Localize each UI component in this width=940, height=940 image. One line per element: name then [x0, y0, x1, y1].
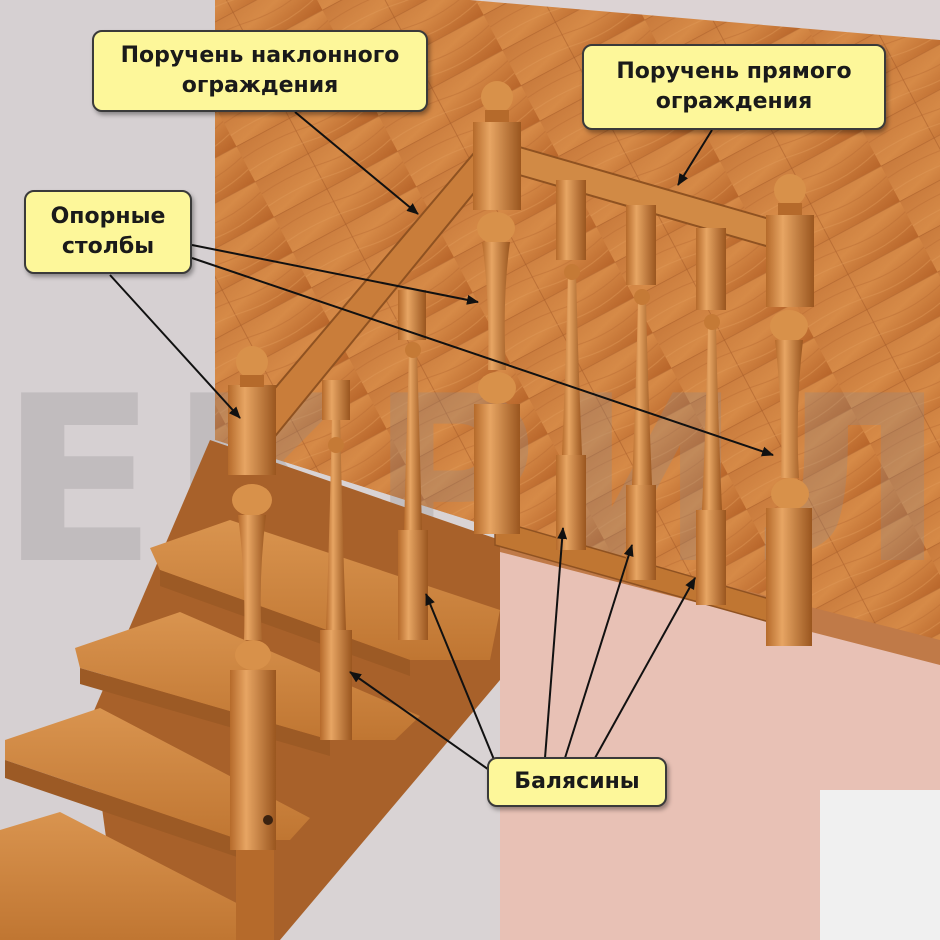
newel-post-bottom — [228, 346, 276, 940]
label-support-posts: Опорные столбы — [24, 190, 192, 274]
leader-lines — [109, 111, 774, 773]
landing-balusters — [556, 180, 726, 605]
doorway — [820, 790, 940, 940]
label-inclined-handrail: Поручень наклонного ограждения — [92, 30, 428, 112]
stair-balusters — [320, 290, 428, 740]
label-straight-handrail: Поручень прямого ограждения — [582, 44, 886, 130]
label-balusters: Балясины — [487, 757, 667, 807]
newel-post-top — [766, 174, 814, 646]
newel-post-corner — [473, 81, 521, 534]
upper-floor — [215, 0, 940, 650]
